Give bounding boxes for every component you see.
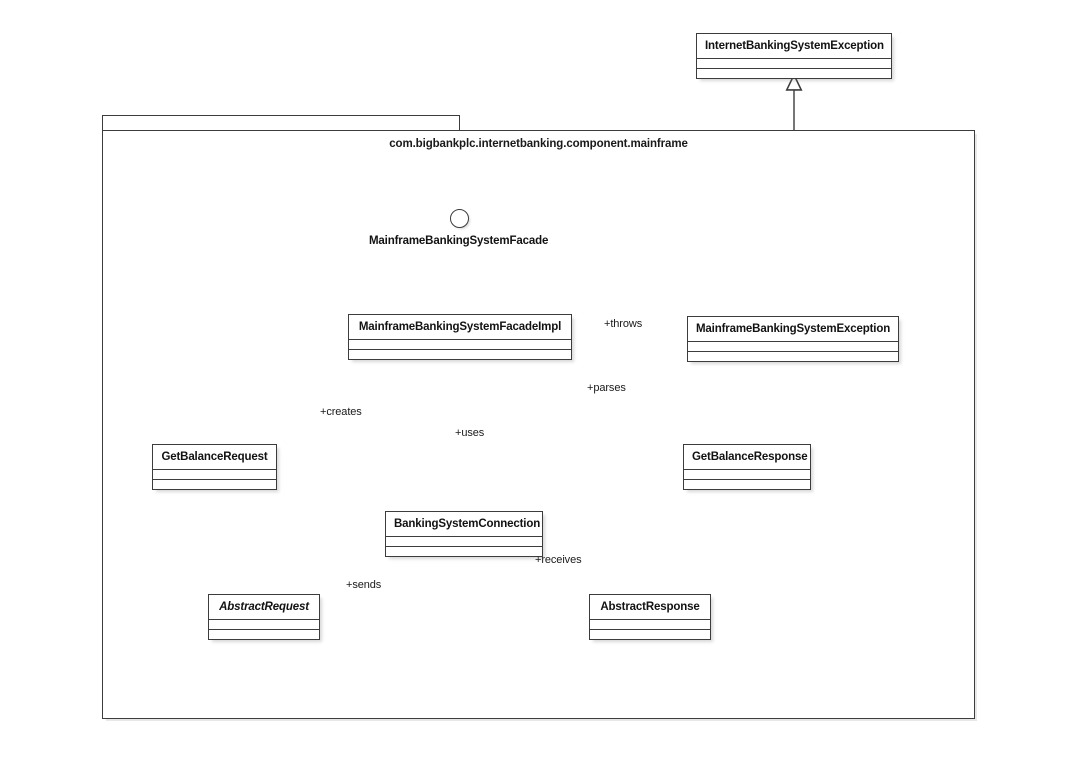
package-name-label: com.bigbankplc.internetbanking.component… [389, 138, 688, 150]
edge-label-sends: +sends [346, 579, 382, 591]
class-name-label: MainframeBankingSystemException [696, 323, 891, 335]
class-attributes-compartment [209, 619, 319, 629]
class-attributes-compartment [590, 619, 710, 629]
class-operations-compartment [153, 479, 276, 489]
interface-lollipop-ball[interactable] [450, 209, 469, 228]
package-tab [102, 115, 460, 131]
class-attributes-compartment [688, 341, 898, 351]
class-attributes-compartment [386, 536, 542, 546]
class-operations-compartment [697, 68, 891, 78]
class-operations-compartment [688, 351, 898, 361]
class-operations-compartment [209, 629, 319, 639]
class-get-balance-request[interactable]: GetBalanceRequest [152, 444, 277, 490]
class-mainframe-banking-system-facade-impl[interactable]: MainframeBankingSystemFacadeImpl [348, 314, 572, 360]
class-operations-compartment [684, 479, 810, 489]
edge-label-parses: +parses [587, 382, 626, 394]
class-attributes-compartment [684, 469, 810, 479]
class-name-label: AbstractResponse [600, 601, 700, 613]
edge-label-throws: +throws [604, 318, 643, 330]
edge-label-creates: +creates [320, 406, 362, 418]
class-name-label: MainframeBankingSystemFacadeImpl [358, 321, 562, 333]
class-get-balance-response[interactable]: GetBalanceResponse [683, 444, 811, 490]
class-name-label: InternetBankingSystemException [705, 40, 884, 52]
class-attributes-compartment [153, 469, 276, 479]
class-banking-system-connection[interactable]: BankingSystemConnection [385, 511, 543, 557]
class-name-label: GetBalanceResponse [692, 451, 808, 463]
edge-label-receives: +receives [535, 554, 582, 566]
class-internet-banking-system-exception[interactable]: InternetBankingSystemException [696, 33, 892, 79]
class-mainframe-banking-system-exception[interactable]: MainframeBankingSystemException [687, 316, 899, 362]
class-operations-compartment [386, 546, 542, 556]
class-name-label: GetBalanceRequest [161, 451, 268, 463]
class-abstract-request[interactable]: AbstractRequest [208, 594, 320, 640]
class-attributes-compartment [697, 58, 891, 68]
class-operations-compartment [590, 629, 710, 639]
interface-name-label: MainframeBankingSystemFacade [369, 235, 549, 247]
class-operations-compartment [349, 349, 571, 359]
class-abstract-response[interactable]: AbstractResponse [589, 594, 711, 640]
class-name-label: AbstractRequest [219, 601, 309, 613]
edge-label-uses: +uses [455, 427, 485, 439]
class-attributes-compartment [349, 339, 571, 349]
class-name-label: BankingSystemConnection [394, 518, 541, 530]
